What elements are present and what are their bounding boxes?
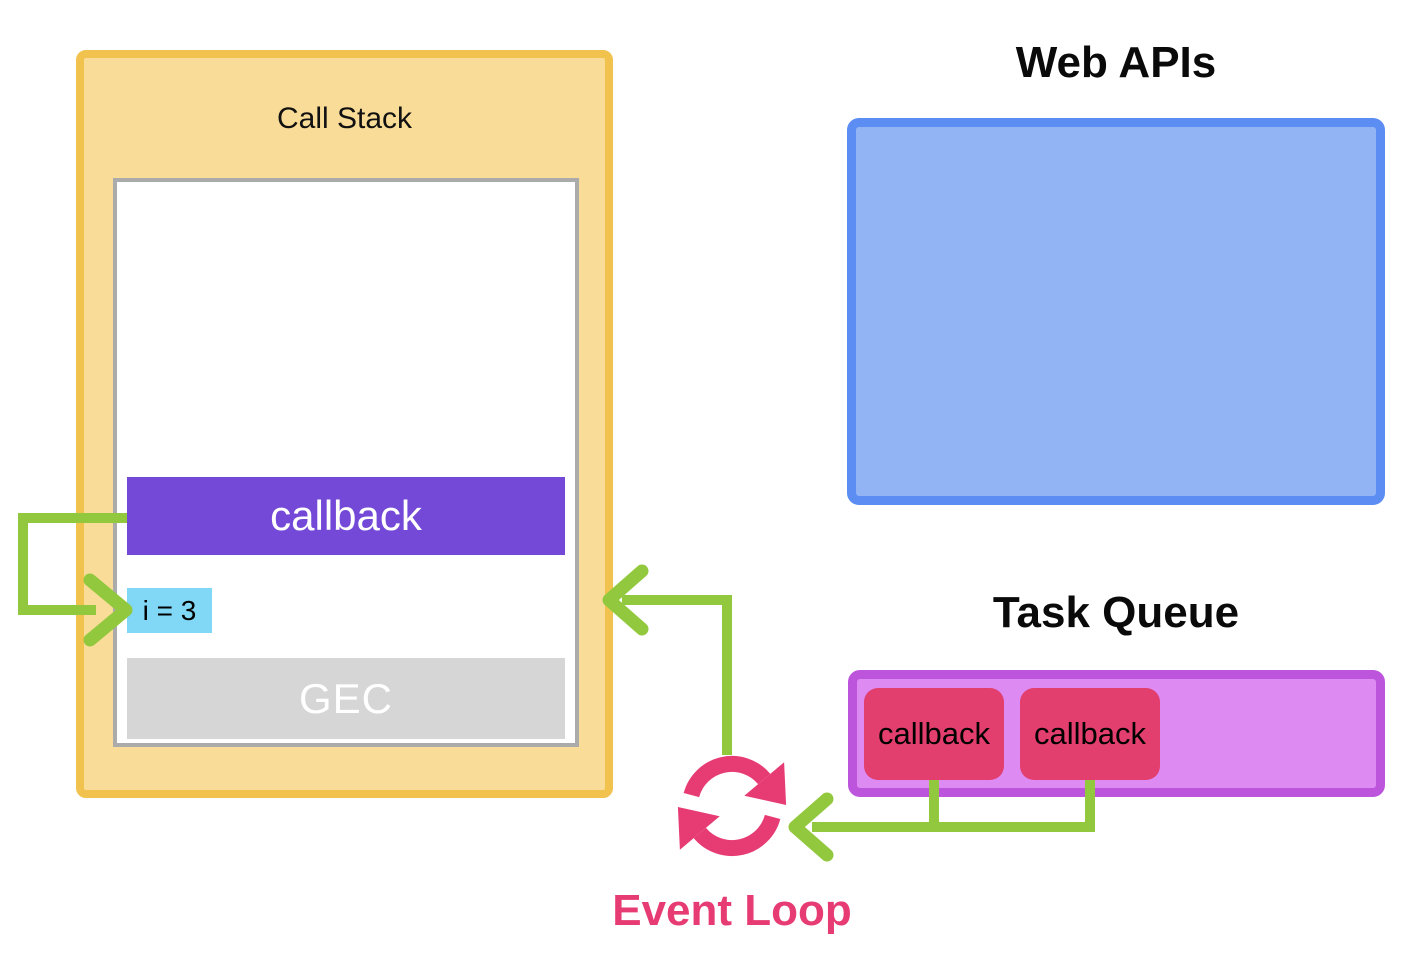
web-apis-box [847, 118, 1385, 505]
stack-frame-gec: GEC [127, 658, 565, 739]
stack-frame-callback: callback [127, 477, 565, 555]
call-stack-title: Call Stack [276, 102, 413, 135]
task-queue-title: Task Queue [992, 588, 1240, 637]
task-queue-box: callback callback [848, 670, 1385, 797]
stack-variable-badge: i = 3 [127, 588, 212, 633]
task-queue-item: callback [1020, 688, 1160, 780]
web-apis-title: Web APIs [1015, 38, 1217, 87]
arrow-eventloop-to-callstack [602, 564, 732, 755]
call-stack-box: Call Stack callback i = 3 GEC [76, 50, 613, 798]
task-queue-item: callback [864, 688, 1004, 780]
event-loop-label: Event Loop [612, 886, 852, 935]
event-loop-cycle-icon [677, 755, 787, 857]
call-stack-frame-area: callback i = 3 GEC [113, 178, 579, 747]
